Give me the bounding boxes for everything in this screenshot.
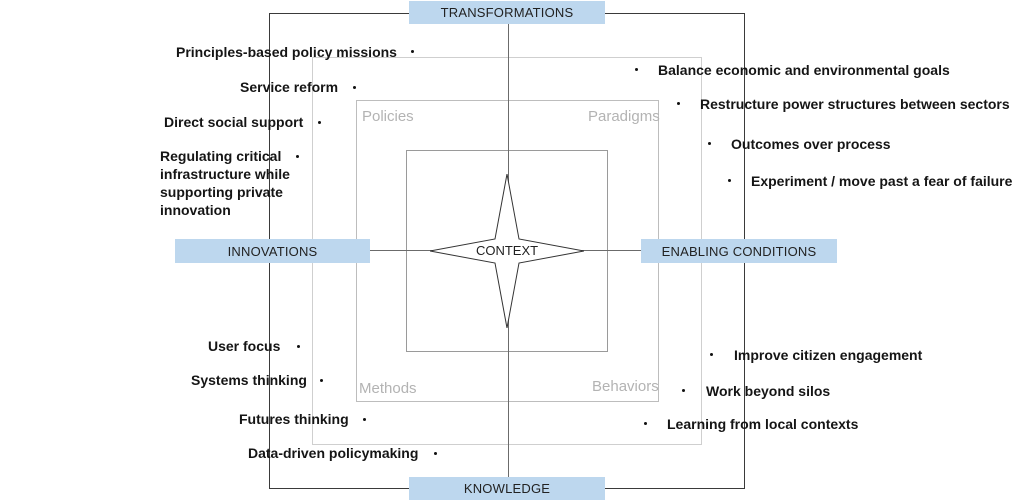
policy-item: Service reform — [240, 79, 339, 95]
bullet-dot — [644, 422, 647, 425]
method-item: Data-driven policymaking — [248, 445, 419, 461]
bullet-dot — [411, 50, 414, 53]
paradigm-item: Restructure power structures between sec… — [700, 96, 1010, 112]
bullet-dot — [353, 86, 356, 89]
bullet-dot — [728, 179, 731, 182]
quadrant-label-methods: Methods — [359, 380, 417, 397]
paradigm-item: Outcomes over process — [731, 136, 891, 152]
paradigm-item: Experiment / move past a fear of failure — [751, 173, 1013, 189]
bullet-dot — [682, 389, 685, 392]
method-item: Systems thinking — [191, 372, 307, 388]
quadrant-label-paradigms: Paradigms — [588, 108, 660, 125]
policy-item: Principles-based policy missions — [176, 44, 397, 60]
quadrant-label-policies: Policies — [362, 108, 414, 125]
axis-label-innovations: INNOVATIONS — [175, 239, 370, 263]
method-item: User focus — [208, 338, 281, 354]
core-frame — [406, 150, 608, 352]
bullet-dot — [296, 155, 299, 158]
context-star-icon — [430, 174, 584, 328]
bullet-dot — [708, 142, 711, 145]
behavior-item: Improve citizen engagement — [734, 347, 923, 363]
axis-label-transformations: TRANSFORMATIONS — [409, 1, 605, 24]
axis-label-knowledge: KNOWLEDGE — [409, 477, 605, 500]
bullet-dot — [677, 102, 680, 105]
method-item: Futures thinking — [239, 411, 349, 427]
policy-item: Direct social support — [164, 114, 304, 130]
behavior-item: Learning from local contexts — [667, 416, 859, 432]
center-label-context: CONTEXT — [475, 243, 539, 258]
paradigm-item: Balance economic and environmental goals — [658, 62, 950, 78]
policy-item: Regulating critical infrastructure while… — [160, 148, 290, 218]
axis-label-enabling-conditions: ENABLING CONDITIONS — [641, 239, 837, 263]
bullet-dot — [318, 121, 321, 124]
behavior-item: Work beyond silos — [706, 383, 831, 399]
bullet-dot — [710, 353, 713, 356]
quadrant-label-behaviors: Behaviors — [592, 378, 659, 395]
bullet-dot — [297, 345, 300, 348]
bullet-dot — [363, 418, 366, 421]
bullet-dot — [434, 452, 437, 455]
bullet-dot — [635, 68, 638, 71]
bullet-dot — [320, 379, 323, 382]
